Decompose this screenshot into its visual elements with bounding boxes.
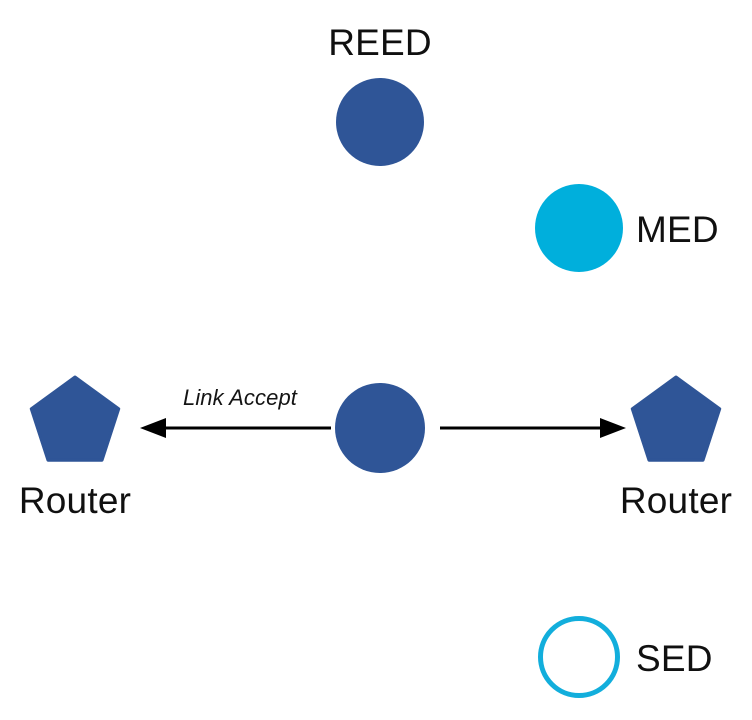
node-group: REED MED Router Router SED	[19, 22, 732, 698]
reed-circle-icon	[336, 78, 424, 166]
node-reed[interactable]: REED	[328, 22, 432, 166]
sed-circle-outline-icon	[538, 616, 620, 698]
med-circle-icon	[535, 184, 623, 272]
edge-link-right[interactable]	[440, 418, 626, 438]
node-router-right[interactable]: Router	[620, 375, 732, 521]
router-right-label: Router	[620, 480, 732, 521]
node-leader[interactable]	[335, 383, 425, 473]
arrow-head-right-icon	[600, 418, 626, 438]
router-left-label: Router	[19, 480, 131, 521]
med-label: MED	[636, 209, 719, 250]
leader-circle-icon	[335, 383, 425, 473]
edge-label-link-accept: Link Accept	[183, 385, 298, 410]
edge-link-accept-left[interactable]: Link Accept	[140, 385, 331, 438]
router-left-pentagon-icon	[29, 375, 121, 462]
sed-label: SED	[636, 638, 713, 679]
arrow-head-left-icon	[140, 418, 166, 438]
edge-group: Link Accept	[140, 385, 626, 438]
node-sed[interactable]: SED	[538, 616, 713, 698]
node-med[interactable]: MED	[535, 184, 719, 272]
reed-label: REED	[328, 22, 432, 63]
router-right-pentagon-icon	[630, 375, 722, 462]
node-router-left[interactable]: Router	[19, 375, 131, 521]
